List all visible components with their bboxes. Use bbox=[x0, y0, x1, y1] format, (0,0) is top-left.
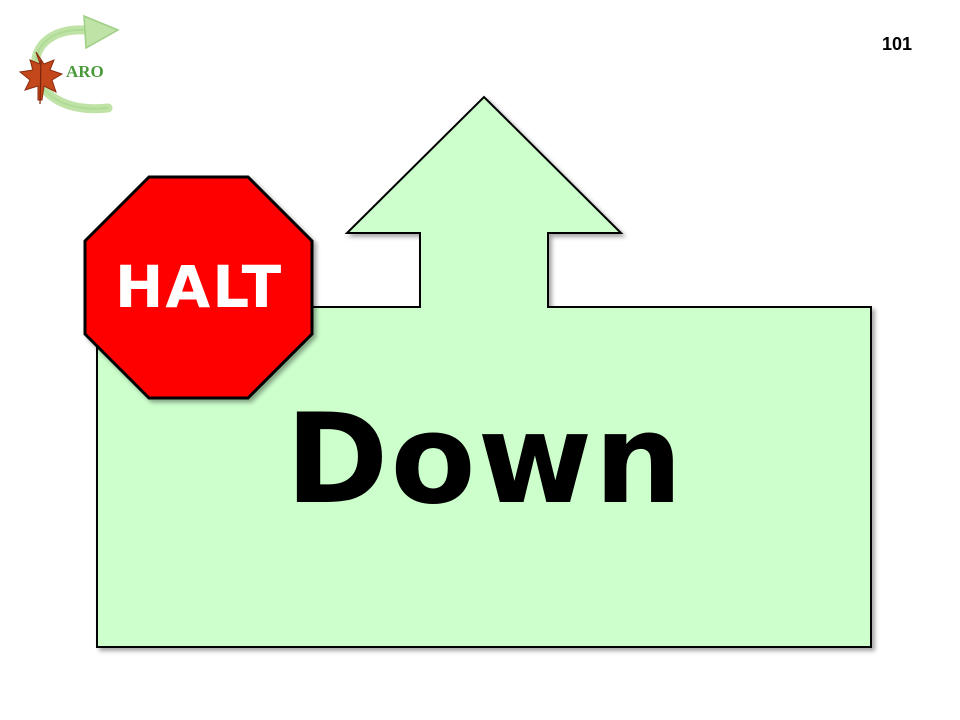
stop-sign-label: HALT bbox=[114, 253, 284, 321]
aro-logo: ARO bbox=[18, 14, 120, 114]
stop-sign-shape bbox=[83, 175, 314, 400]
main-word: Down bbox=[285, 388, 685, 532]
up-arrow-sign-shape bbox=[96, 95, 872, 648]
logo-text: ARO bbox=[66, 62, 104, 81]
maple-leaf-icon bbox=[18, 51, 64, 105]
slide-number: 101 bbox=[881, 34, 912, 54]
